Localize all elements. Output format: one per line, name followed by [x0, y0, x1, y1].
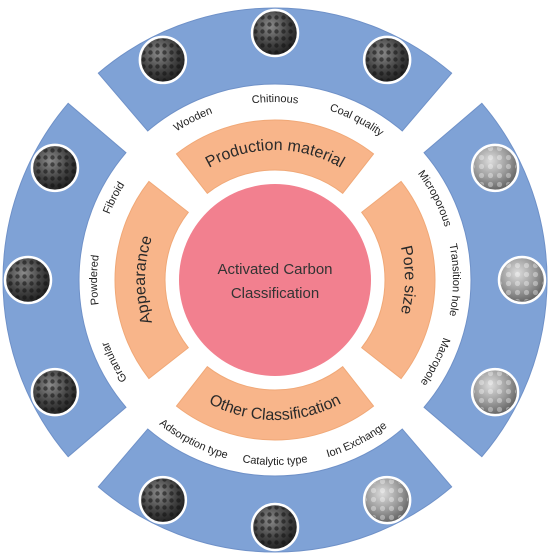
wooden-pellets-photo [138, 35, 188, 85]
macropore-texture-photo [470, 367, 520, 417]
item-label-fibroid: Fibroid [101, 180, 127, 216]
inner-ring-segment-other-classification [175, 365, 375, 441]
inner-ring-segment-appearance [114, 180, 190, 380]
coal-carbon-photo [362, 35, 412, 85]
inner-ring-segment-production-material [175, 119, 375, 195]
center-circle [179, 184, 371, 376]
item-label-transition-hole: Transition hole [446, 243, 462, 318]
adsorption-pellets-photo [138, 475, 188, 525]
outer-ring-segment-other-classification [97, 428, 453, 553]
inner-ring [114, 119, 436, 441]
item-label-powdered: Powdered [88, 254, 102, 306]
outer-ring-segment-production-material [97, 7, 453, 132]
category-label-appearance: Appearance [132, 234, 156, 327]
inner-ring-segment-pore-size [360, 180, 436, 380]
center-title-line1: Activated Carbon [217, 261, 332, 278]
catalytic-carbon-photo [250, 502, 300, 552]
granular-carbon-photo [30, 367, 80, 417]
transition-hole-texture-photo [497, 255, 547, 305]
item-label-chitinous: Chitinous [251, 93, 299, 107]
outer-ring [2, 7, 548, 553]
powdered-carbon-photo [3, 255, 53, 305]
outer-ring-segment-appearance [2, 102, 127, 458]
ion-exchange-photo [362, 475, 412, 525]
chitinous-carbon-photo [250, 8, 300, 58]
category-label-pore-size: Pore size [397, 244, 418, 316]
item-label-catalytic-type: Catalytic type [242, 453, 309, 468]
outer-ring-segment-pore-size [423, 102, 548, 458]
fibroid-carbon-photo [30, 143, 80, 193]
sample-photos [3, 8, 547, 552]
center-title-line2: Classification [231, 285, 319, 302]
microporous-texture-photo [470, 143, 520, 193]
